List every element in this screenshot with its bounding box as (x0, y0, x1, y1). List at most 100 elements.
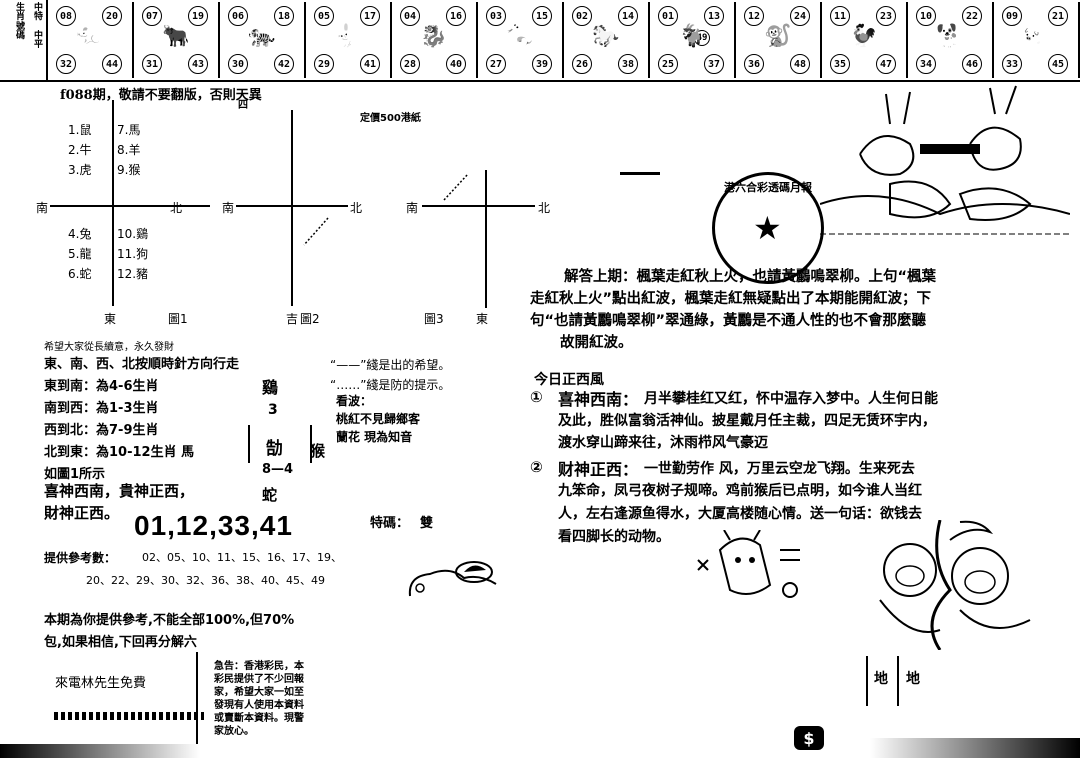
poem-1-number: ① (530, 388, 543, 406)
horse-icon: 🐎 (592, 24, 620, 49)
zodiac-group-3: 4.兔 5.龍 6.蛇 (68, 224, 91, 284)
zodiac-number-ball: 08 (56, 6, 76, 26)
rule-line-5: 北到東：為10-12生肖 馬 (44, 445, 195, 460)
zodiac-number-ball: 22 (962, 6, 982, 26)
urgent-line-4: 發現有人使用本資料 (214, 700, 304, 711)
urgent-line-5: 或賣斷本資料。現警 (214, 713, 304, 724)
zodiac-number-ball: 13 (704, 6, 724, 26)
watch-ball-section: 看波： 桃紅不見歸鄉客 蘭花 現為知音 (336, 392, 420, 446)
zodiac-number-ball: 48 (790, 54, 810, 74)
zodiac-number-ball: 17 (360, 6, 380, 26)
side-label-numbers: 號碼 (14, 21, 24, 39)
poem-2-line-2: 九笨命，凤弓夜树子规啼。鸡前猴后已点明，如今谁人当红 (558, 483, 922, 499)
fig2-north-label: 北 (350, 201, 363, 215)
poem-2-line-1: 一世勤劳作 风，万里云空龙飞翔。生来死去 (644, 461, 915, 477)
zodiac-number-ball: 36 (744, 54, 764, 74)
zodiac-group-4: 10.鷄 11.狗 12.豬 (117, 224, 148, 284)
poem-1-line-1: 月半攀桂红又红，怀中温存入梦中。人生何日能 (644, 391, 938, 407)
fig1-north-label: 北 (170, 201, 183, 215)
poem-2-line-4: 看四脚长的动物。 (558, 529, 670, 545)
side-label-zodiac: 生肖 (14, 2, 24, 20)
figure-2-compass (236, 110, 348, 306)
note-line-2: 包,如果相信,下回再分解六 (44, 635, 197, 650)
zodiac-number-ball: 15 (532, 6, 552, 26)
rat-icon: 🐀 (76, 24, 104, 49)
zodiac-number-ball: 25 (658, 54, 678, 74)
urgent-notice: 急告：香港彩民，本 彩民提供了不少回報 家，希望大家一如至 發現有人使用本資料 … (214, 660, 304, 738)
watch-title: 看波： (336, 394, 373, 408)
dragon-icon: 🐉 (420, 24, 448, 49)
big-numbers: 01,12,33,41 (134, 510, 293, 541)
figure-3-compass (422, 170, 535, 308)
earth-divider-left (866, 656, 868, 706)
zodiac-dog: 11.狗 (117, 247, 149, 261)
center-right-monkey: 猴 (310, 442, 326, 460)
as-figure-1: 如圖1所示 (44, 467, 106, 482)
fig2-prefix: 吉 (286, 312, 299, 326)
header-divider (46, 0, 48, 82)
issue-warning-line: f088期，敬請不要翻版，否則天異 (60, 88, 262, 103)
zodiac-number-ball: 18 (274, 6, 294, 26)
snake-icon: 🐍 (506, 24, 534, 49)
reference-label: 提供參考數： (44, 551, 117, 565)
note-line-1: 本期為你提供參考,不能全部100%,但70% (44, 613, 295, 628)
seal-stamp-icon: ★ 港六合彩透碼月報 (712, 172, 824, 284)
fig1-east-label: 東 (104, 312, 117, 326)
gods-line-1: 喜神西南，貴神正西， (44, 482, 195, 500)
pig-icon: 🐖 (1022, 24, 1050, 49)
answer-line-2: 走紅秋上火”點出紅波，楓葉走紅無疑點出了本期能開紅波；下 (530, 291, 932, 307)
zodiac-tiger: 3.虎 (68, 163, 92, 177)
urgent-line-1: 急告：香港彩民，本 (214, 661, 304, 672)
bottom-right-gradient (870, 738, 1080, 758)
legend-solid-line: “——”綫是出的希望。 (330, 358, 451, 372)
header-side-label-2: 中特 中平 (24, 2, 44, 80)
zodiac-number-ball: 24 (790, 6, 810, 26)
price-label: 定價500港紙 (360, 113, 421, 124)
urgent-line-3: 家，希望大家一如至 (214, 687, 304, 698)
last-issue-answer: 解答上期：楓葉走紅秋上火，也請黃鸝鳴翠柳。上句“楓葉 走紅秋上火”點出紅波，楓葉… (530, 266, 937, 354)
poem-2-number: ② (530, 458, 543, 476)
zodiac-number-ball: 44 (102, 54, 122, 74)
bottom-left-gradient (0, 744, 200, 758)
center-box (248, 425, 312, 463)
zodiac-number-ball: 06 (228, 6, 248, 26)
zodiac-pig: 12.豬 (117, 267, 149, 281)
gods-direction: 喜神西南，貴神正西， 財神正西。 (44, 480, 194, 524)
zodiac-number-ball: 20 (102, 6, 122, 26)
zodiac-number-ball: 34 (916, 54, 936, 74)
rabbit-icon: 🐇 (334, 24, 362, 49)
zodiac-number-ball: 29 (314, 54, 334, 74)
answer-line-1: 解答上期：楓葉走紅秋上火，也請黃鸝鳴翠柳。上句“楓葉 (564, 269, 937, 285)
zodiac-number-ball: 33 (1002, 54, 1022, 74)
urgent-line-6: 家放心。 (214, 726, 254, 737)
zodiac-number-ball: 47 (876, 54, 896, 74)
direction-rules: 東、南、西、北按順時針方向行走 東到南：為4-6生肖 南到西：為1-3生肖 西到… (44, 354, 239, 486)
zodiac-number-ball: 42 (274, 54, 294, 74)
wish-line: 希望大家從長續意，永久發財 (44, 342, 174, 353)
zodiac-number-ball: 35 (830, 54, 850, 74)
center-top-rooster: 鷄 (262, 378, 279, 397)
zodiac-number-ball: 28 (400, 54, 420, 74)
line-legend: “——”綫是出的希望。 “……”綫是防的提示。 (330, 355, 450, 395)
special-code-value: 雙 (420, 516, 434, 531)
zodiac-snake: 6.蛇 (68, 267, 92, 281)
urgent-line-2: 彩民提供了不少回報 (214, 674, 304, 685)
earth-char-2: 地 (906, 671, 920, 687)
fig3-east-label: 東 (476, 312, 489, 326)
answer-line-3: 句“也請黃鸝鳴翠柳”翠通綠，黃鸝是不通人性的也不會那麼聽 (530, 313, 927, 329)
monkey-icon: 🐒 (764, 24, 792, 49)
dash-mark (620, 172, 660, 175)
cartoon-face-icon (408, 561, 497, 597)
zodiac-number-ball: 40 (446, 54, 466, 74)
poem-2-body: 九笨命，凤弓夜树子规啼。鸡前猴后已点明，如今谁人当红 人，左右逢源鱼得水，大厦高… (558, 480, 922, 549)
legend-dotted-line: “……”綫是防的提示。 (330, 378, 451, 392)
zodiac-number-ball: 37 (704, 54, 724, 74)
north-marker: 四 (238, 100, 248, 111)
